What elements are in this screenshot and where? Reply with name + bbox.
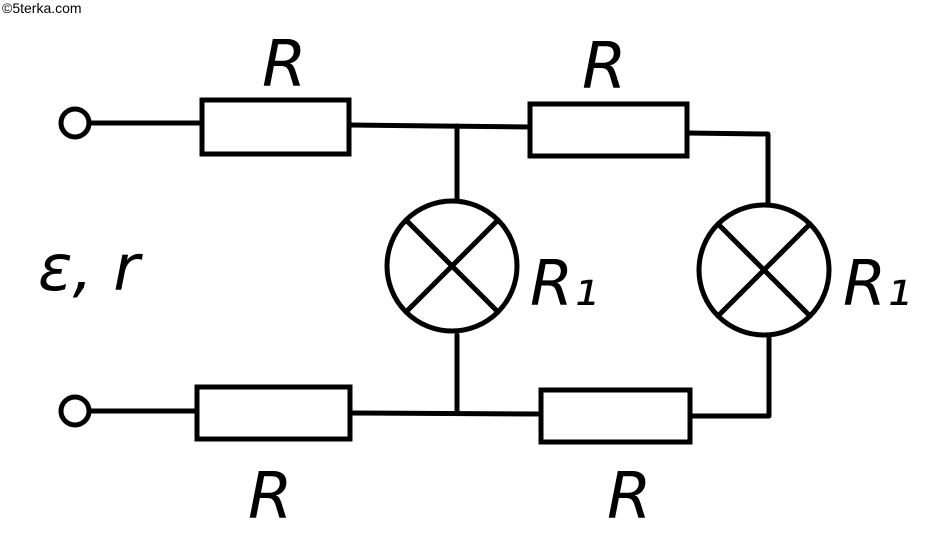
resistor-bottom-left — [194, 384, 353, 442]
lamp-left — [384, 198, 520, 334]
resistor-bottom-right — [538, 387, 693, 445]
label-resistor-bottom-left: R — [248, 460, 292, 534]
watermark: ©5terka.com — [2, 0, 82, 16]
label-resistor-top-right: R — [582, 30, 626, 104]
label-lamp-right: R₁ — [843, 247, 911, 320]
wire-top-right — [684, 130, 771, 208]
label-lamp-left: R₁ — [530, 247, 598, 320]
label-resistor-top-left: R — [262, 28, 306, 102]
wire-bottom-middle — [347, 410, 544, 417]
resistor-top-left — [199, 97, 352, 157]
wire-top-middle — [346, 122, 533, 130]
resistor-top-right — [527, 101, 690, 159]
terminal-bottom — [58, 394, 92, 428]
label-resistor-bottom-right: R — [607, 460, 651, 534]
wire-bottom-right — [687, 335, 772, 419]
terminal-top — [58, 106, 92, 140]
lamp-right — [696, 202, 832, 338]
label-source: ε, r — [38, 232, 143, 306]
